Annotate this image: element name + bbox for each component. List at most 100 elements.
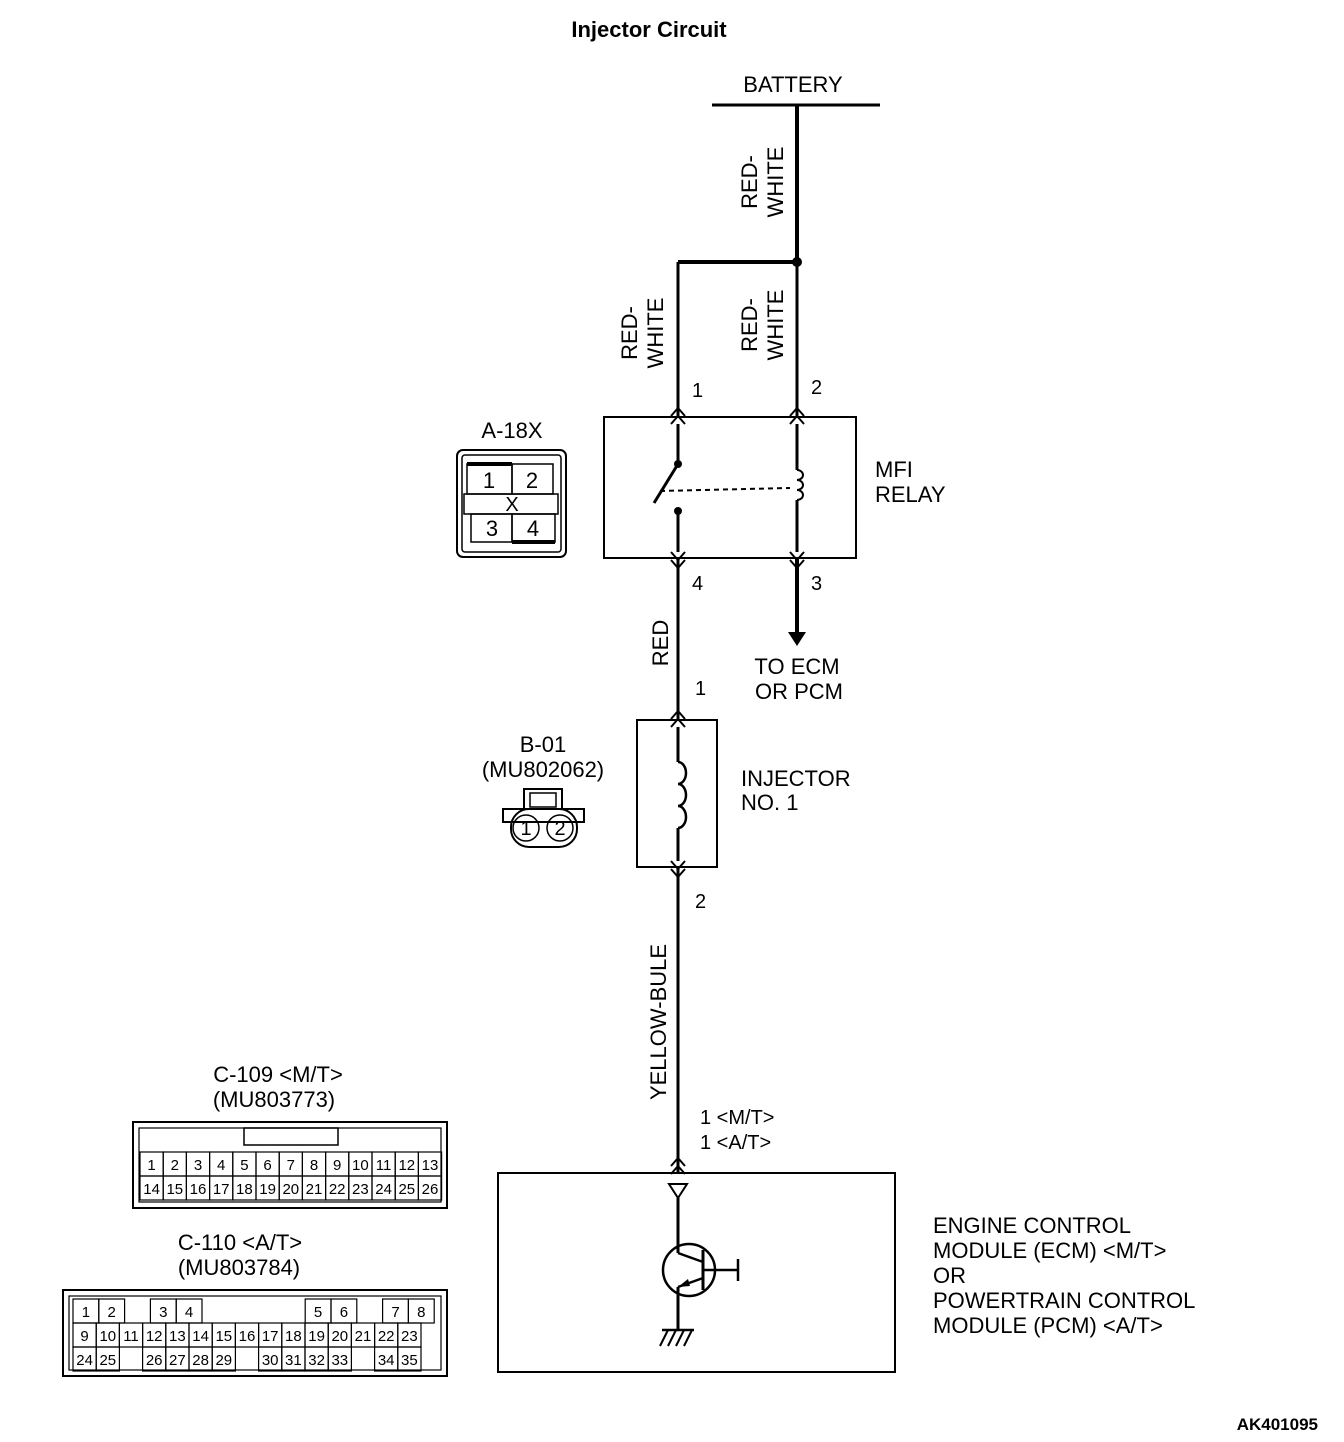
c109-pin-label: 25 (398, 1181, 415, 1198)
wire-label-pin2-line1: RED- (737, 298, 762, 352)
c110-cell (125, 1299, 151, 1323)
c110-pin-label: 22 (378, 1328, 395, 1345)
a18x-cell-4: 4 (527, 516, 539, 541)
module-name-line4: POWERTRAIN CONTROL (933, 1288, 1195, 1313)
c110-pin-label: 16 (239, 1328, 256, 1345)
connector-b01-part: (MU802062) (482, 757, 604, 782)
c109-pin-label: 13 (422, 1157, 439, 1174)
c109-pin-label: 12 (398, 1157, 415, 1174)
c109-pin-label: 22 (329, 1181, 346, 1198)
c110-pin-label: 34 (378, 1352, 395, 1369)
c110-pin-label: 11 (123, 1328, 139, 1345)
c110-cell (327, 1346, 353, 1372)
connector-c109-label: C-109 <M/T> (213, 1062, 343, 1087)
c110-pin-label: 12 (146, 1328, 163, 1345)
a18x-cell-1: 1 (483, 468, 495, 493)
c109-pin-label: 18 (236, 1181, 253, 1198)
c109-pin-label: 26 (422, 1181, 439, 1198)
battery-label: BATTERY (743, 72, 843, 97)
a18x-mark: X (505, 494, 518, 516)
c110-pin-label: 15 (215, 1328, 232, 1345)
c110-pin-label: 20 (331, 1328, 348, 1345)
wire-label-pin1-line1: RED- (617, 306, 642, 360)
c109-pin-label: 8 (310, 1157, 318, 1174)
c110-pin-label: 29 (215, 1352, 232, 1369)
injector-no1: 1 2 INJECTOR NO. 1 (636, 678, 851, 913)
c109-pin-label: 20 (282, 1181, 299, 1198)
arrow-to-ecm (788, 632, 806, 646)
c109-pin-label: 19 (259, 1181, 276, 1198)
c109-pin-label: 11 (376, 1157, 392, 1174)
c109-pin-label: 10 (352, 1157, 369, 1174)
wire-label-red: RED (648, 620, 673, 666)
module-name-line5: MODULE (PCM) <A/T> (933, 1313, 1163, 1338)
c109-pin-label: 7 (287, 1157, 295, 1174)
c110-pin-label: 27 (169, 1352, 186, 1369)
c110-pin-label: 8 (417, 1304, 425, 1321)
connector-a18x-label: A-18X (481, 418, 542, 443)
module-pin-mt: 1 <M/T> (700, 1107, 774, 1129)
connector-a18x: A-18X 1 2 X 3 4 (456, 418, 567, 558)
c110-pin-label: 17 (262, 1328, 279, 1345)
c109-pin-label: 15 (166, 1181, 183, 1198)
relay-pin-2: 2 (811, 377, 822, 399)
battery: BATTERY (712, 72, 880, 107)
module-pin-at: 1 <A/T> (700, 1132, 771, 1154)
a18x-cell-3: 3 (486, 516, 498, 541)
wire-label-pin2-line2: WHITE (763, 290, 788, 361)
c110-cell (228, 1299, 254, 1323)
wire-label-battery-line2: WHITE (763, 147, 788, 218)
c110-pin-label: 13 (169, 1328, 186, 1345)
c110-pin-label: 25 (99, 1352, 116, 1369)
c110-pin-label: 26 (146, 1352, 163, 1369)
c110-pin-label: 30 (262, 1352, 279, 1369)
c110-pin-label: 28 (192, 1352, 209, 1369)
c110-pin-label: 21 (355, 1328, 372, 1345)
c109-pin-label: 5 (240, 1157, 248, 1174)
c109-pin-label: 2 (171, 1157, 179, 1174)
c109-pin-label: 23 (352, 1181, 369, 1198)
mfi-relay: 1 2 4 3 MFI RELAY (603, 377, 946, 595)
c110-cell (119, 1347, 142, 1371)
c110-cell (254, 1299, 280, 1323)
c109-pin-label: 1 (147, 1157, 155, 1174)
c110-pin-label: 10 (99, 1328, 116, 1345)
wire-label-battery-line1: RED- (737, 155, 762, 209)
a18x-cell-2: 2 (526, 468, 538, 493)
b01-cell-1: 1 (520, 818, 531, 840)
c110-cell (235, 1347, 258, 1371)
c110-pin-label: 31 (285, 1352, 302, 1369)
c109-pin-label: 14 (143, 1181, 160, 1198)
c110-pin-label: 23 (401, 1328, 418, 1345)
c110-pin-label: 4 (185, 1304, 193, 1321)
connector-c109-part: (MU803773) (213, 1087, 335, 1112)
relay-pin-1: 1 (692, 380, 703, 402)
connector-c110-part: (MU803784) (178, 1255, 300, 1280)
c109-pin-label: 4 (217, 1157, 225, 1174)
c109-pin-label: 17 (213, 1181, 230, 1198)
wire-labels: RED- WHITE RED- WHITE RED- WHITE RED YEL… (617, 147, 788, 1101)
b01-cell-2: 2 (554, 818, 565, 840)
c110-pin-label: 18 (285, 1328, 302, 1345)
c110-pin-label: 1 (82, 1304, 90, 1321)
to-ecm-line2: OR PCM (755, 679, 843, 704)
c110-cell (397, 1346, 422, 1372)
c110-pin-label: 19 (308, 1328, 325, 1345)
diagram-title: Injector Circuit (571, 17, 727, 42)
c110-pin-label: 3 (159, 1304, 167, 1321)
c110-pin-label: 32 (308, 1352, 325, 1369)
c109-pin-label: 9 (333, 1157, 341, 1174)
c110-pin-label: 24 (76, 1352, 93, 1369)
relay-pin-4: 4 (692, 573, 703, 595)
injector-pin-1: 1 (695, 678, 706, 700)
connector-b01-label: B-01 (520, 732, 566, 757)
c109-pin-label: 24 (375, 1181, 392, 1198)
c110-pin-label: 5 (314, 1304, 322, 1321)
relay-name-line2: RELAY (875, 482, 946, 507)
c110-cell (211, 1346, 236, 1372)
module-name-line3: OR (933, 1263, 966, 1288)
